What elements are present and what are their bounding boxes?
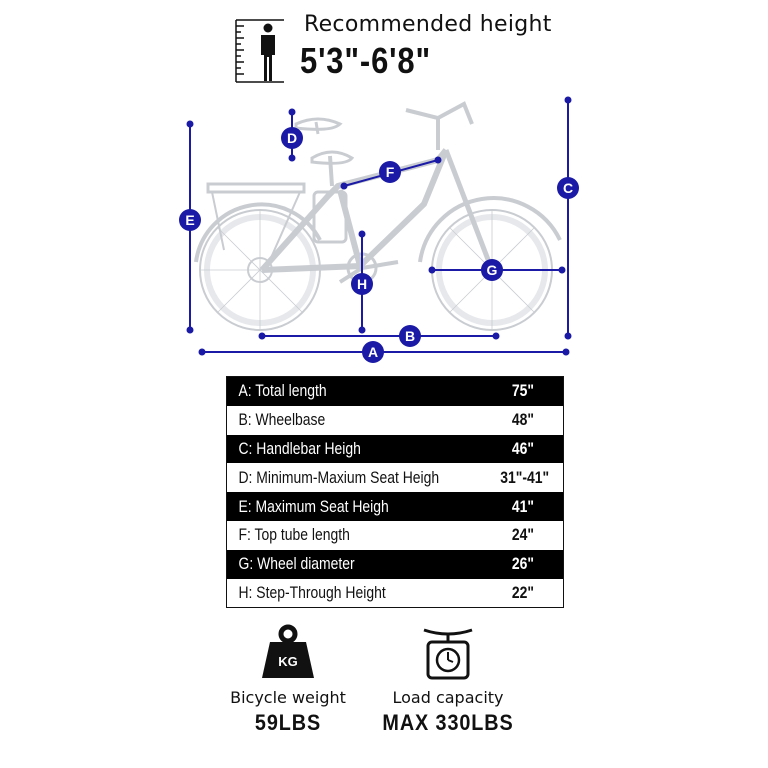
spec-row-wheel-diameter: G: Wheel diameter 26": [227, 549, 563, 579]
svg-text:H: H: [357, 276, 367, 292]
svg-text:F: F: [386, 164, 395, 180]
svg-text:G: G: [487, 262, 498, 278]
scale-icon: [423, 628, 473, 680]
spec-label: G: Wheel diameter: [238, 554, 355, 574]
spec-label: E: Maximum Seat Heigh: [238, 496, 389, 516]
spec-value: 75": [511, 381, 535, 401]
spec-label: B: Wheelbase: [238, 410, 326, 430]
recommended-height-title: Recommended height: [304, 12, 552, 37]
spec-value: 24": [511, 525, 535, 545]
spec-row-max-seat-height: E: Maximum Seat Heigh 41": [227, 492, 563, 521]
marker-D: D: [281, 127, 303, 149]
spec-value: 41": [511, 496, 535, 516]
marker-E: E: [179, 209, 201, 231]
recommended-height-value: 5'3"-6'8": [300, 40, 432, 81]
marker-H: H: [351, 273, 373, 295]
load-capacity: Load capacity MAX 330LBS: [358, 622, 538, 735]
bike-dimension-diagram: A B C D E F G H: [179, 96, 579, 363]
spec-row-handlebar-height: C: Handlebar Heigh 46": [227, 434, 563, 464]
marker-C: C: [557, 177, 579, 199]
dimension-markers: A B C D E F G H: [179, 127, 579, 363]
svg-text:D: D: [287, 130, 297, 146]
marker-A: A: [362, 341, 384, 363]
load-capacity-value: MAX 330LBS: [382, 710, 514, 735]
spec-row-step-through: H: Step-Through Height 22": [227, 578, 563, 608]
spec-value: 48": [511, 410, 535, 430]
spec-label: D: Minimum-Maxium Seat Heigh: [238, 467, 440, 487]
load-capacity-label: Load capacity: [392, 688, 504, 707]
marker-F: F: [379, 161, 401, 183]
kettlebell-icon: KG: [262, 624, 314, 678]
height-ruler-person-icon: [235, 19, 284, 83]
spec-value: 26": [511, 554, 535, 574]
spec-row-total-length: A: Total length 75": [227, 377, 563, 406]
spec-value: 46": [511, 438, 535, 458]
svg-text:B: B: [405, 328, 415, 344]
spec-row-top-tube: F: Top tube length 24": [227, 520, 563, 550]
spec-row-wheelbase: B: Wheelbase 48": [227, 405, 563, 435]
spec-label: C: Handlebar Heigh: [238, 438, 361, 458]
svg-text:A: A: [368, 344, 378, 360]
marker-B: B: [399, 325, 421, 347]
spec-value: 22": [511, 582, 535, 602]
bicycle-weight-label: Bicycle weight: [230, 688, 346, 707]
svg-text:C: C: [563, 180, 573, 196]
spec-label: H: Step-Through Height: [238, 582, 386, 602]
bicycle-weight: KG Bicycle weight 59LBS: [198, 622, 378, 735]
bicycle-weight-value: 59LBS: [254, 710, 322, 735]
svg-text:E: E: [185, 212, 194, 228]
bike-illustration: [194, 101, 562, 331]
spec-value: 31"-41": [499, 467, 549, 487]
marker-G: G: [481, 259, 503, 281]
spec-label: F: Top tube length: [238, 525, 350, 545]
spec-table: A: Total length 75" B: Wheelbase 48" C: …: [226, 376, 564, 609]
spec-label: A: Total length: [238, 381, 327, 401]
spec-row-seat-height-range: D: Minimum-Maxium Seat Heigh 31"-41": [227, 463, 563, 493]
svg-text:KG: KG: [278, 654, 298, 669]
